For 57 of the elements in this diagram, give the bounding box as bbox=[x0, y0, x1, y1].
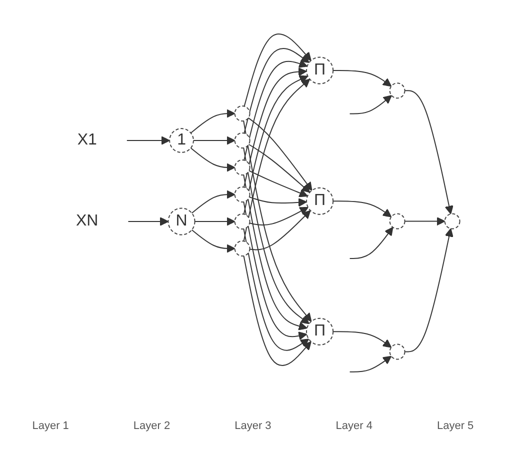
node-circle bbox=[234, 159, 250, 176]
node-circle: Π bbox=[306, 56, 334, 84]
layer-label: Layer 3 bbox=[234, 420, 272, 432]
node-circle bbox=[234, 186, 250, 202]
arrow bbox=[126, 136, 170, 144]
arrow bbox=[248, 170, 308, 197]
arrow bbox=[190, 147, 236, 172]
node-circle bbox=[444, 212, 460, 229]
arrow bbox=[248, 143, 310, 192]
layer-label: Layer 4 bbox=[336, 420, 372, 432]
node-circle: Π bbox=[306, 186, 334, 214]
arrow bbox=[249, 210, 311, 250]
arrow bbox=[243, 174, 308, 330]
layer-label: Layer 1 bbox=[32, 420, 69, 432]
arrow bbox=[243, 254, 312, 366]
arrow bbox=[248, 196, 308, 206]
arrow bbox=[244, 66, 308, 188]
arrow bbox=[404, 228, 454, 352]
arrow bbox=[243, 146, 310, 324]
node-circle bbox=[389, 212, 406, 229]
arrow bbox=[349, 355, 392, 372]
arrow bbox=[194, 216, 236, 226]
arrow bbox=[244, 48, 310, 134]
node-circle bbox=[234, 132, 250, 148]
arrow bbox=[243, 228, 310, 350]
arrow bbox=[243, 74, 308, 214]
arrow bbox=[128, 216, 169, 226]
arrow bbox=[191, 190, 236, 214]
node-text: X1 bbox=[77, 131, 98, 148]
arrow bbox=[243, 120, 312, 322]
arrow bbox=[249, 206, 309, 226]
arrow bbox=[349, 94, 392, 114]
node-circle: 1 bbox=[169, 128, 194, 152]
arrow bbox=[248, 116, 312, 190]
arrow bbox=[190, 108, 236, 133]
arrow bbox=[193, 136, 236, 144]
node-circle bbox=[234, 213, 250, 230]
arrow bbox=[243, 200, 308, 340]
node-circle bbox=[234, 105, 250, 122]
arrow bbox=[244, 33, 312, 106]
arrow bbox=[243, 78, 310, 242]
node-text: XN bbox=[76, 212, 98, 230]
layer-label: Layer 5 bbox=[436, 420, 474, 432]
node-circle: Π bbox=[306, 317, 334, 345]
node-circle: N bbox=[168, 207, 196, 235]
layer-label: Layer 2 bbox=[133, 420, 170, 432]
node-circle bbox=[234, 240, 250, 256]
arrow bbox=[349, 226, 394, 259]
node-circle bbox=[389, 343, 406, 360]
arrow bbox=[332, 200, 392, 217]
arrow bbox=[404, 90, 454, 214]
node-circle bbox=[389, 82, 406, 98]
arrow bbox=[191, 228, 236, 252]
arrow bbox=[244, 59, 308, 160]
arrow bbox=[332, 330, 392, 348]
arrow bbox=[332, 70, 392, 86]
arrow bbox=[404, 216, 446, 226]
